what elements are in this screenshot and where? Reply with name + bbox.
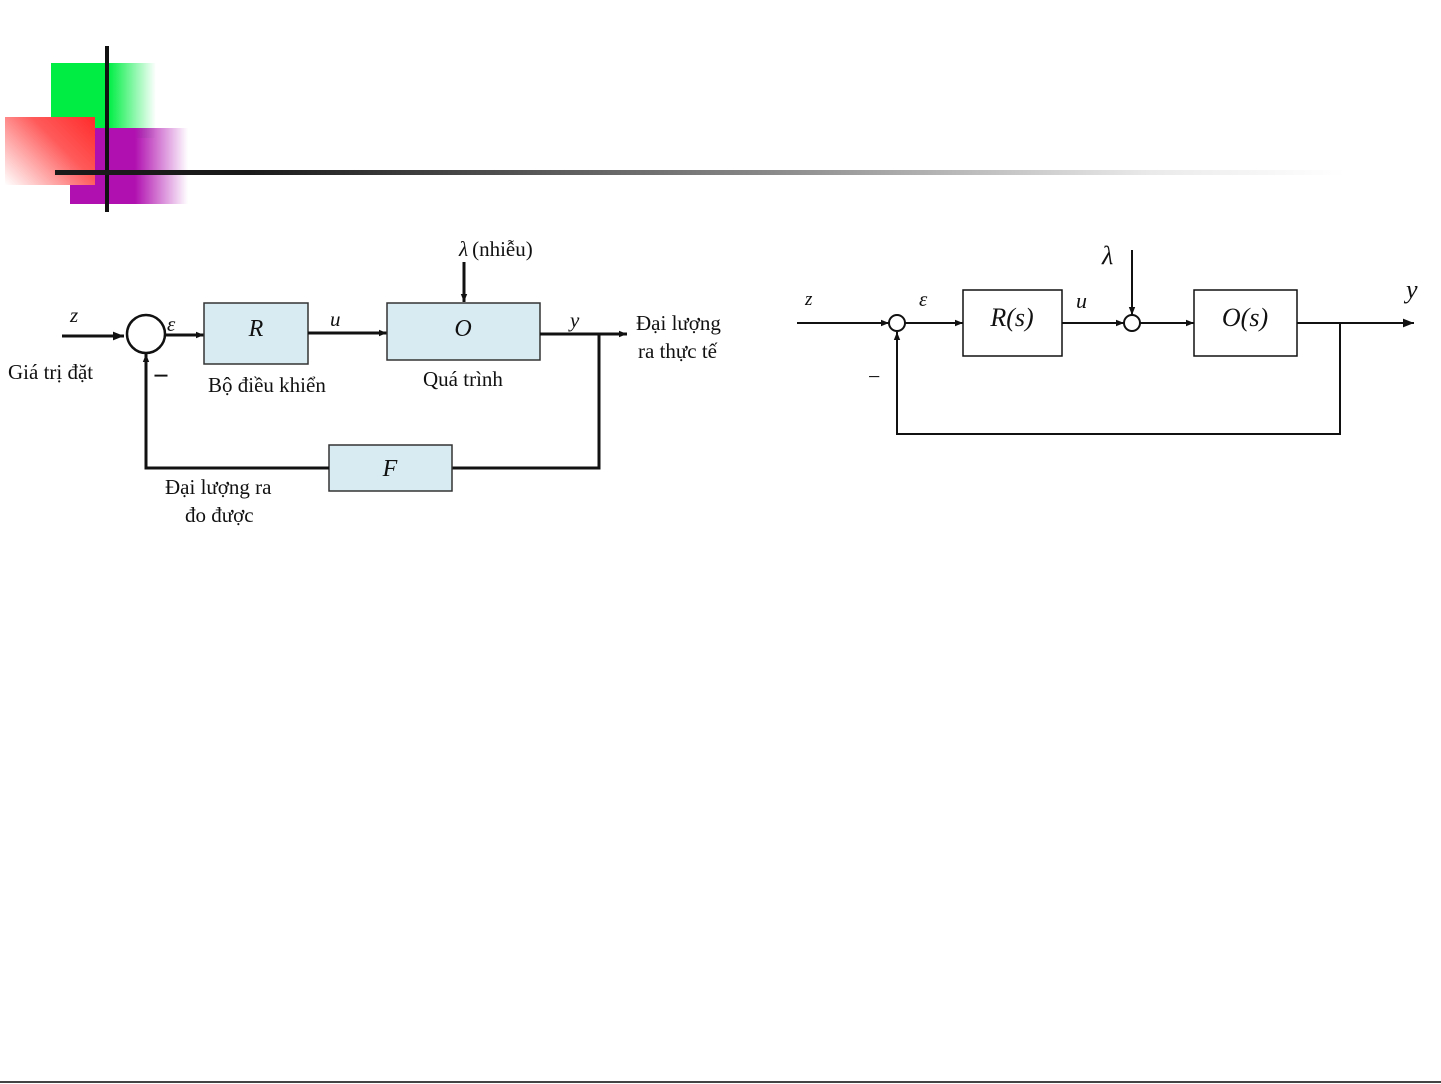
d1-actual-output-label-line1: Đại lượng [636, 311, 721, 335]
d2-error-signal: ε [919, 287, 928, 311]
d1-disturbance-text: λ(nhiễu) [458, 237, 533, 261]
d1-setpoint-label: Giá trị đặt [8, 360, 93, 384]
d1-controller-label: Bộ điều khiển [208, 373, 326, 397]
d1-error-signal: ε [167, 312, 176, 336]
d1-disturbance-label: (nhiễu) [472, 237, 533, 261]
d2-input-signal: z [804, 289, 813, 310]
d2-minus-sign: − [868, 364, 880, 389]
d2-controller-block-label: R(s) [989, 303, 1033, 332]
d2-output-signal: y [1403, 275, 1418, 304]
d1-summing-junction [127, 315, 165, 353]
footer-rule [0, 1081, 1441, 1083]
diagram-1-closed-loop: z Giá trị đặt ε − R Bộ điều khiển u O Qu… [8, 237, 721, 527]
d2-summing-junction [889, 315, 905, 331]
d1-feedback-block-label: F [382, 456, 398, 482]
diagram-2-transfer-functions: z − ε R(s) u λ O(s) y [797, 241, 1418, 434]
d1-output-signal: y [568, 308, 580, 332]
d2-control-signal: u [1076, 288, 1087, 313]
d2-process-block-label: O(s) [1222, 303, 1268, 332]
d1-disturbance-symbol: λ [458, 237, 468, 261]
d1-measured-output-label-line2: đo được [185, 503, 254, 527]
d1-feedback-line-left [146, 354, 329, 468]
d2-disturbance-junction [1124, 315, 1140, 331]
d1-input-signal: z [69, 303, 78, 327]
d1-measured-output-label-line1: Đại lượng ra [165, 475, 272, 499]
d1-minus-sign: − [153, 361, 169, 392]
d1-controller-block-label: R [248, 316, 264, 342]
d2-disturbance-symbol: λ [1101, 241, 1113, 270]
d1-control-signal: u [330, 307, 341, 331]
d1-process-block-label: O [454, 316, 471, 342]
d1-actual-output-label-line2: ra thực tế [638, 339, 718, 363]
d1-process-label: Quá trình [423, 367, 503, 391]
